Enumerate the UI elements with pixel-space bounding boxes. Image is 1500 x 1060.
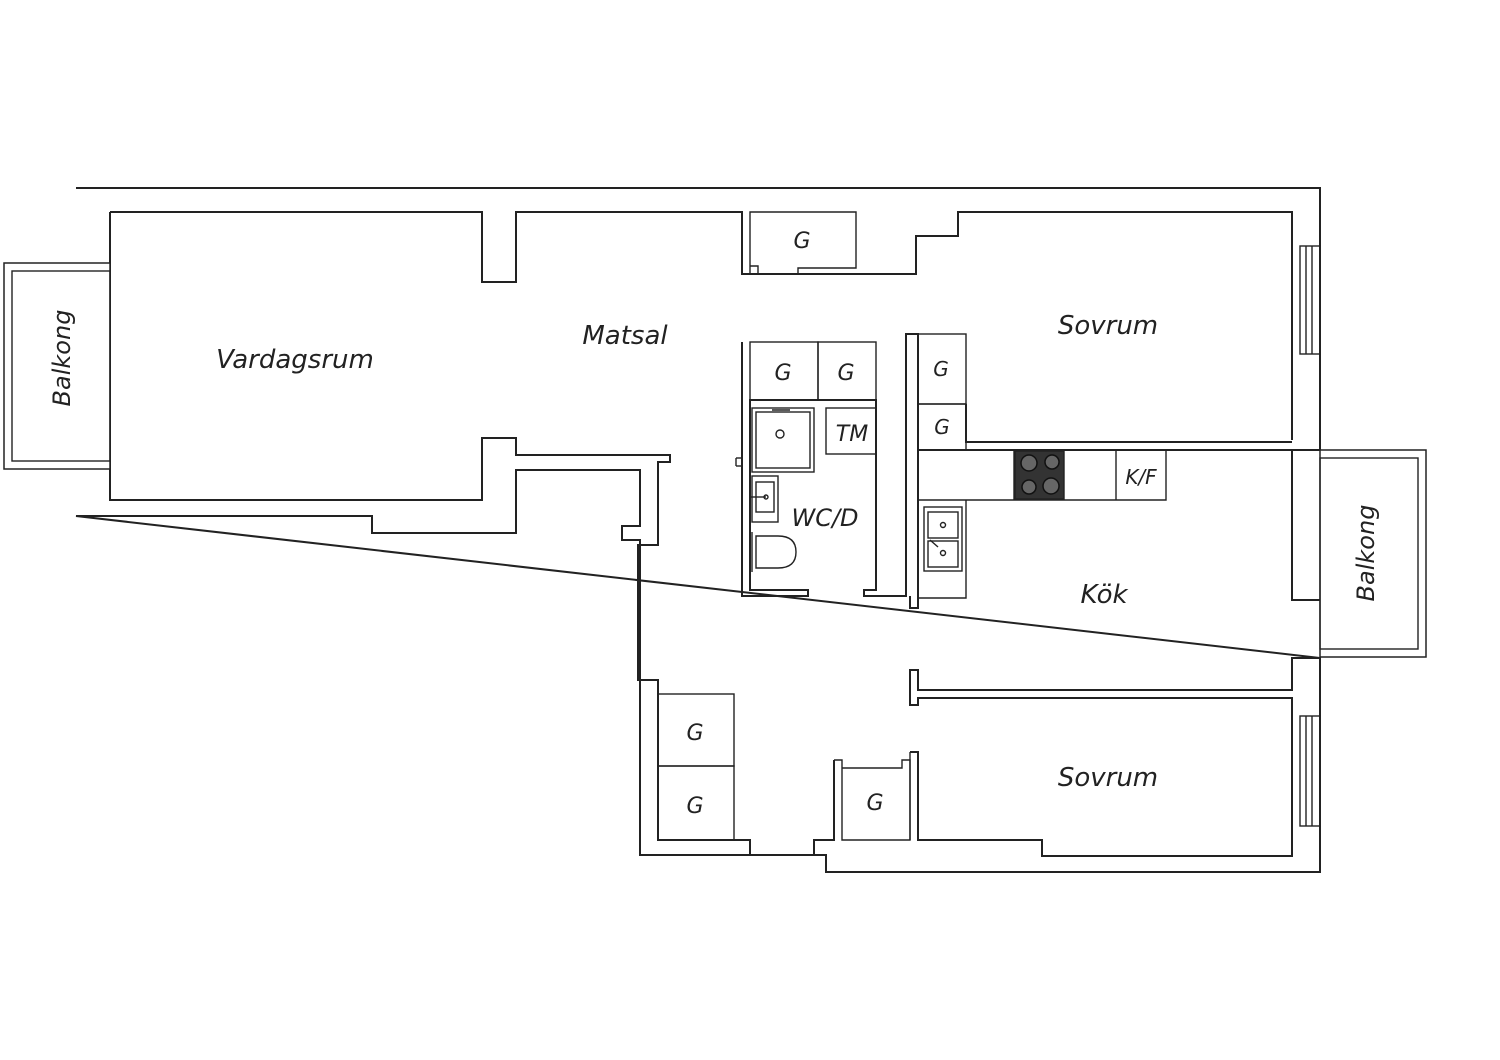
closet-label: G [933,357,949,381]
closet-label: G [686,721,703,746]
inner-wall [110,211,1293,440]
room-label-balkong-left: Balkong [48,310,76,407]
closet-label: G [686,794,703,819]
room-label-wc: WC/D [791,504,858,532]
tm-box [825,407,877,455]
wash-basin-icon [750,475,779,523]
tm-label: TM [836,422,868,447]
stove-icon [1014,450,1065,500]
low-closet-3 [834,759,911,841]
kf-label: K/F [1125,465,1157,489]
kitchen-sink-icon [923,506,963,572]
closet-label: G [774,361,791,386]
right-balcony-inner [1319,457,1419,650]
closet-label: G [866,791,883,816]
closet-label: G [793,229,810,254]
room-label-kok: Kök [1080,580,1128,610]
closet-label: G [934,415,950,439]
bedroom-kitchen-wall [918,404,1292,451]
shower-icon [751,407,815,473]
window-icon [1299,715,1321,827]
bath-door-wall [813,760,835,855]
east-upper-wall [1291,478,1320,601]
left-balcony [3,262,111,470]
east-lower-wall [909,449,1320,857]
closet-label: G [837,361,854,386]
left-balcony-inner [11,270,111,462]
room-label-matsal: Matsal [582,321,668,351]
low-closet-2 [657,765,735,841]
right-balcony [1319,449,1427,658]
bathroom-walls [741,333,919,609]
room-label-balkong-right: Balkong [1352,505,1380,602]
bath-closet-2 [817,341,877,401]
room-label-sovrum-top: Sovrum [1058,311,1158,341]
room-label-vardagsrum: Vardagsrum [216,345,374,375]
room-label-sovrum-bottom: Sovrum [1058,763,1158,793]
kitchen-counter [918,450,1167,599]
outer-wall [75,187,1321,873]
top-closet [749,211,857,274]
toilet-icon [751,532,797,572]
window-icon [1299,245,1321,355]
